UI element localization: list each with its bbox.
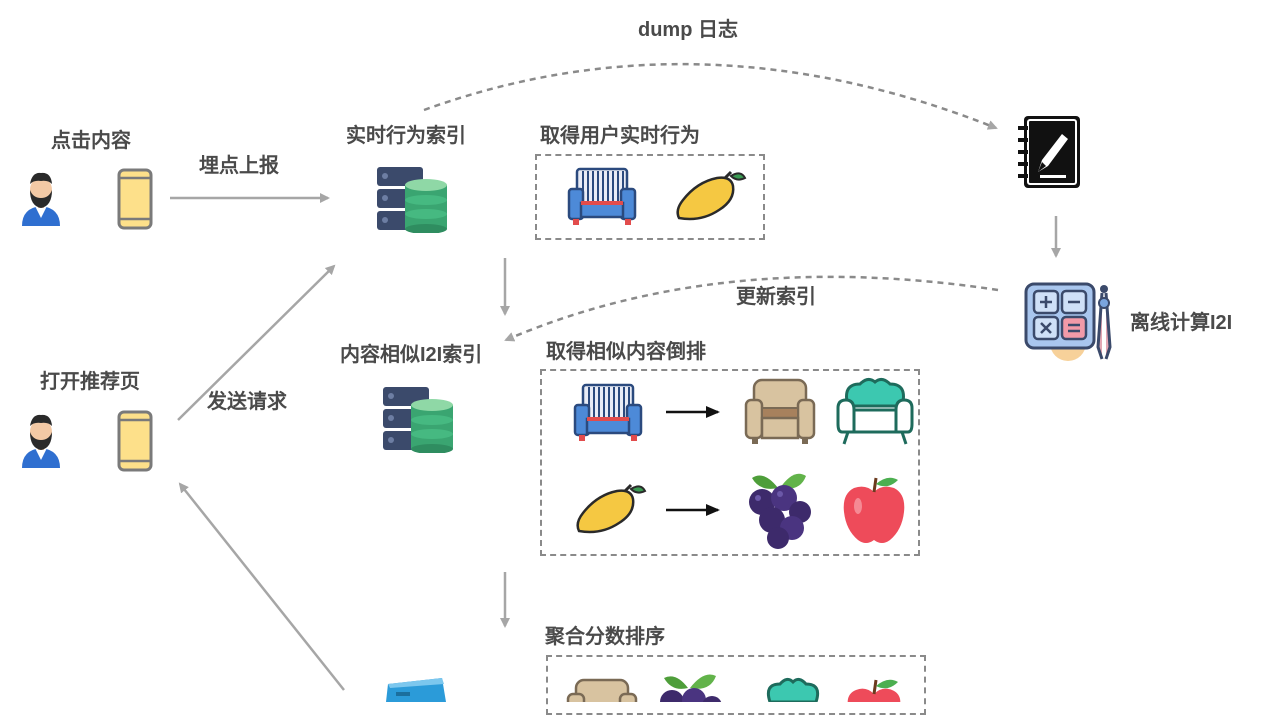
phone-icon [117,168,153,230]
server-database-icon [377,167,447,233]
dump-log-label: dump 日志 [638,19,738,41]
user-icon [22,414,60,468]
user-icon [22,172,60,226]
server-database-icon [383,387,453,453]
sofa-icon [573,383,643,441]
armchair-icon [744,378,816,444]
request-arrow [177,264,336,421]
update-index-label: 更新索引 [736,286,816,308]
get-similar-label: 取得相似内容倒排 [546,341,706,363]
calculator-icon [1024,282,1112,361]
realtime-behavior-box [535,154,765,240]
armchair-icon [566,678,638,702]
server-icon [386,678,446,702]
report-label: 埋点上报 [199,155,279,177]
notebook-icon [1018,116,1080,188]
sofa-icon [567,167,637,225]
teal-sofa-icon [766,677,820,702]
teal-sofa-icon [836,377,914,445]
i2i-index-label: 内容相似I2I索引 [340,344,483,366]
offline-i2i-label: 离线计算I2I [1130,312,1233,334]
open-page-label: 打开推荐页 [40,371,140,393]
return-arrow [178,482,345,691]
click-content-label: 点击内容 [51,130,131,152]
send-request-label: 发送请求 [207,391,287,413]
grapes-icon [660,674,722,702]
get-realtime-label: 取得用户实时行为 [540,125,700,147]
dump-curve [423,62,998,130]
phone-icon [117,410,153,472]
apple-icon [843,477,905,543]
realtime-index-label: 实时行为索引 [346,125,466,147]
grapes-icon [749,473,811,549]
apple-icon [847,679,901,702]
mango-icon [676,170,747,221]
aggregate-label: 聚合分数排序 [545,626,665,648]
similar-content-box [540,369,920,556]
mango-icon [576,483,647,534]
